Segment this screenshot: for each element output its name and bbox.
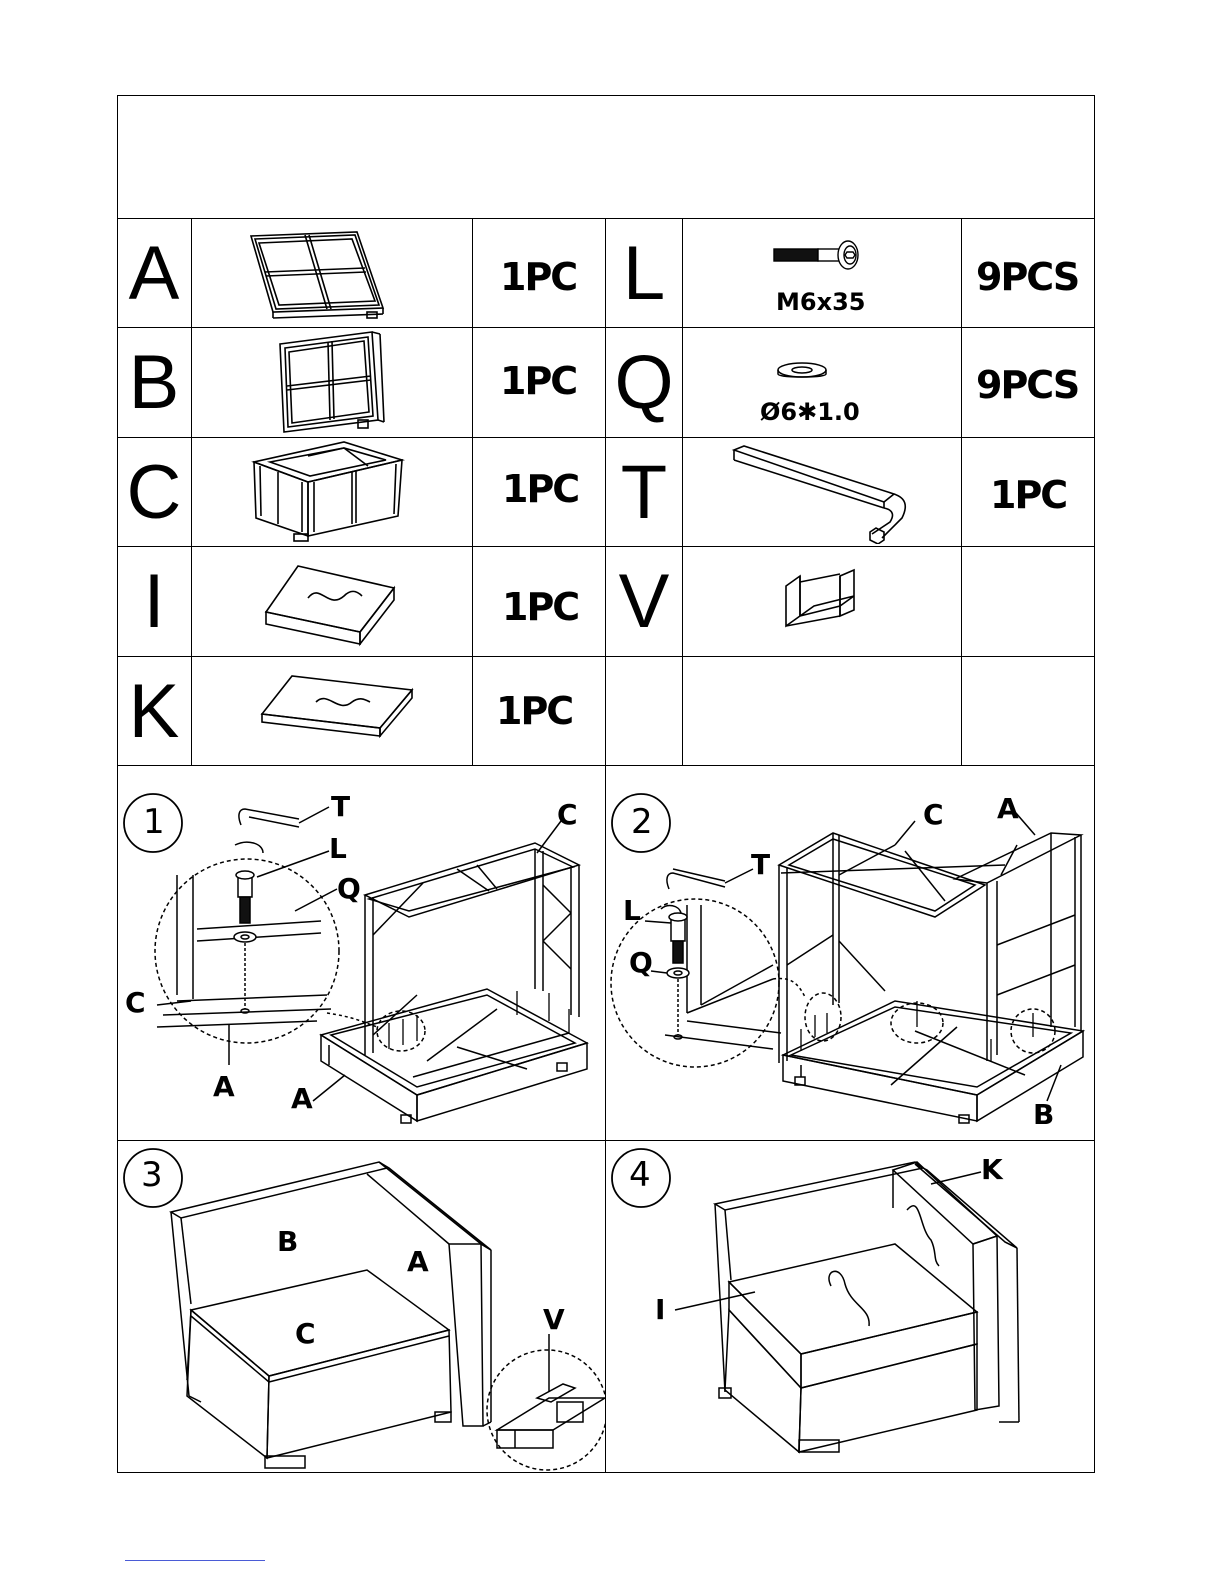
divider [961,218,962,765]
hardware-letter-v: V [607,564,681,640]
divider [191,218,192,765]
part-letter-b: B [117,345,191,421]
part-qty-b: 1PC [500,362,576,400]
step-2-panel: 2 T L Q C A B [605,765,1095,1140]
step-2-drawing [605,765,1095,1140]
back-frame-icon [272,328,392,436]
step-4-drawing [605,1140,1095,1473]
hardware-qty-l: 9PCS [976,258,1078,296]
hardware-letter-t: T [607,455,681,531]
part-qty-i: 1PC [502,588,578,626]
step-4-panel: 4 K I [605,1140,1095,1473]
part-qty-k: 1PC [496,692,572,730]
part-letter-k: K [117,674,191,750]
hardware-qty-t: 1PC [990,476,1066,514]
clip-icon [780,568,860,638]
footer-rule [125,1560,265,1561]
seat-frame-icon [245,226,405,326]
hardware-letter-q: Q [607,345,681,421]
hardware-qty-q: 9PCS [976,366,1078,404]
divider [117,327,1095,328]
bolt-icon [770,237,866,277]
part-letter-i: I [117,564,191,640]
divider [117,218,1095,219]
divider [472,218,473,765]
seat-cushion-icon [262,560,402,650]
bolt-spec: M6x35 [776,290,865,314]
step-3-drawing [117,1140,605,1473]
part-letter-c: C [117,455,191,531]
step-1-panel: 1 T L Q C C A A [117,765,605,1140]
step-1-drawing [117,765,605,1140]
divider [117,546,1095,547]
divider [117,656,1095,657]
hardware-letter-l: L [607,236,681,312]
washer-icon [772,358,832,388]
part-qty-a: 1PC [500,258,576,296]
part-letter-a: A [117,236,191,312]
part-qty-c: 1PC [502,470,578,508]
washer-spec: Ø6✱1.0 [760,400,860,424]
allen-key-icon [724,444,924,544]
base-frame-icon [248,436,408,546]
back-cushion-icon [258,672,418,742]
step-3-panel: 3 B A C V [117,1140,605,1473]
divider [682,218,683,765]
